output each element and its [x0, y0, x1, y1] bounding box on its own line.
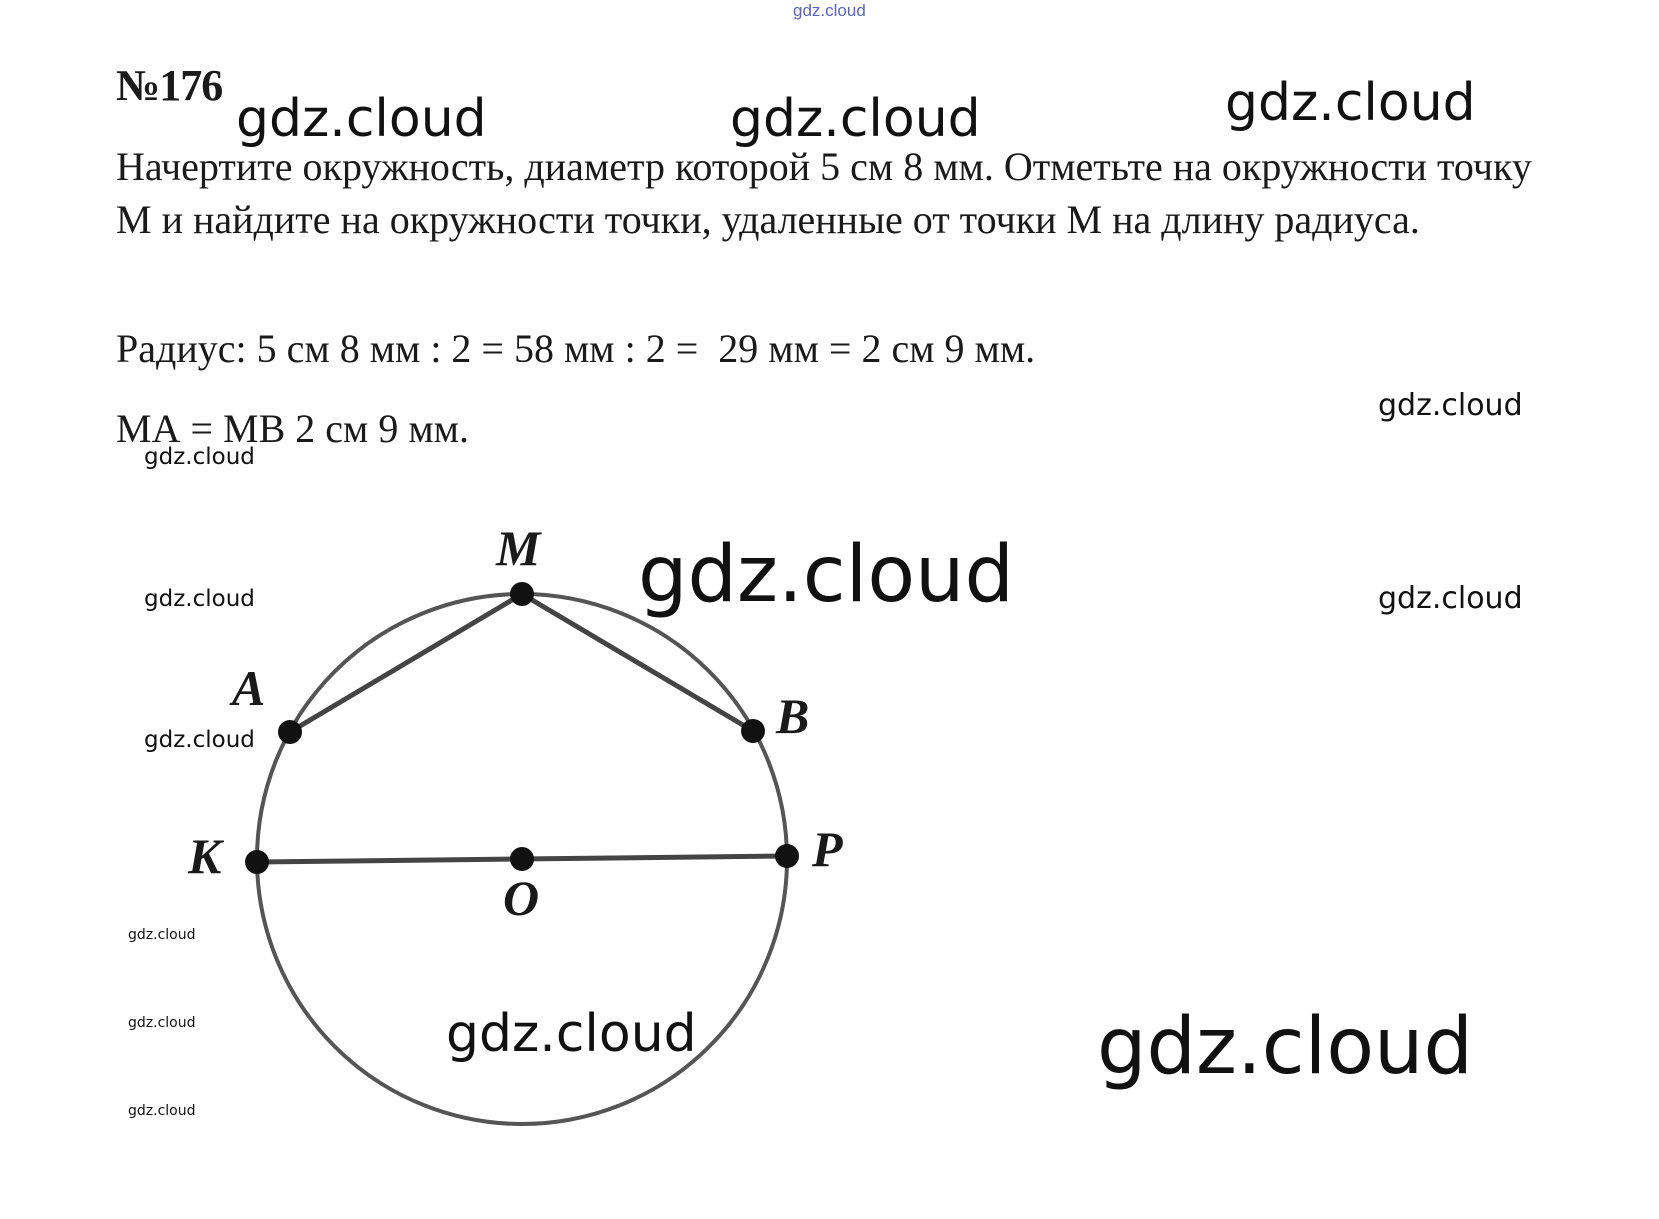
watermark: gdz.cloud — [1378, 388, 1523, 423]
watermark: gdz.cloud — [1097, 1002, 1473, 1092]
label-a: A — [229, 660, 265, 716]
point-m — [510, 582, 534, 606]
problem-number: №176 — [116, 61, 223, 110]
chord-ma — [288, 591, 524, 735]
point-p — [775, 844, 799, 868]
watermark: gdz.cloud — [128, 1103, 196, 1119]
watermark: gdz.cloud — [1378, 581, 1523, 616]
watermark: gdz.cloud — [638, 530, 1014, 620]
solution-chords-line: МА = МВ 2 см 9 мм. — [116, 406, 469, 451]
watermark: gdz.cloud — [144, 727, 255, 753]
point-o — [510, 847, 534, 871]
solution-radius-line: Радиус: 5 см 8 мм : 2 = 58 мм : 2 = 29 м… — [116, 326, 1036, 371]
watermark: gdz.cloud — [1225, 73, 1476, 133]
diameter-kp — [256, 853, 788, 865]
watermark: gdz.cloud — [730, 89, 981, 149]
watermark-top: gdz.cloud — [793, 1, 866, 20]
label-b: B — [775, 688, 809, 744]
watermark: gdz.cloud — [144, 444, 255, 470]
task-text: Начертите окружность, диаметр которой 5 … — [116, 144, 1532, 242]
watermark: gdz.cloud — [446, 1004, 697, 1064]
label-p: P — [811, 821, 843, 877]
label-o: O — [503, 870, 539, 926]
label-k: K — [187, 828, 225, 884]
watermark: gdz.cloud — [128, 927, 196, 943]
point-a — [278, 720, 302, 744]
label-m: M — [495, 520, 542, 576]
watermark: gdz.cloud — [128, 1015, 196, 1031]
point-b — [741, 719, 765, 743]
point-k — [245, 850, 269, 874]
watermark: gdz.cloud — [236, 89, 487, 149]
watermark: gdz.cloud — [144, 586, 255, 612]
